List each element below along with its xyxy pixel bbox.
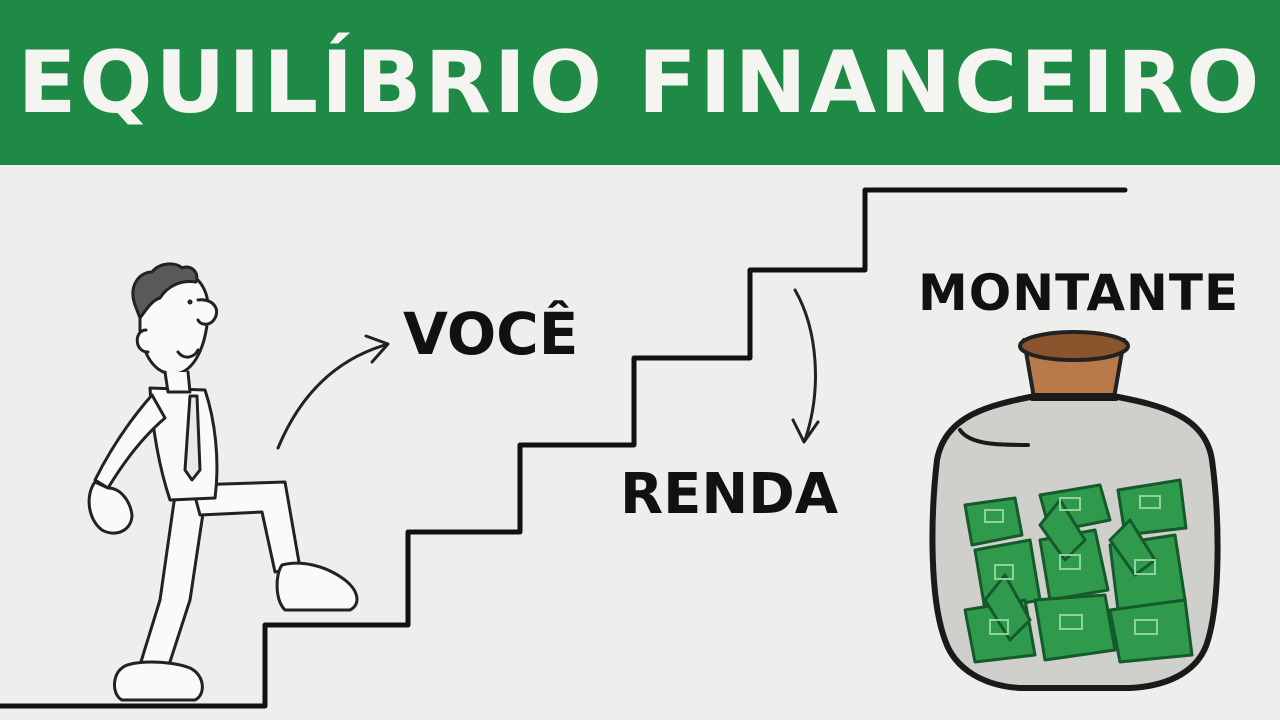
curved-arrow-up-icon	[276, 334, 390, 450]
label-renda: RENDA	[620, 462, 839, 527]
staircase-icon	[0, 187, 1128, 709]
page-title: EQUILÍBRIO FINANCEIRO	[17, 32, 1263, 133]
man-climbing-stairs-icon	[87, 262, 359, 702]
label-voce: VOCÊ	[403, 300, 579, 368]
title-banner: EQUILÍBRIO FINANCEIRO	[0, 0, 1280, 165]
money-jar-icon	[929, 330, 1221, 691]
curved-arrow-down-icon	[791, 288, 820, 444]
label-montante: MONTANTE	[918, 264, 1240, 322]
